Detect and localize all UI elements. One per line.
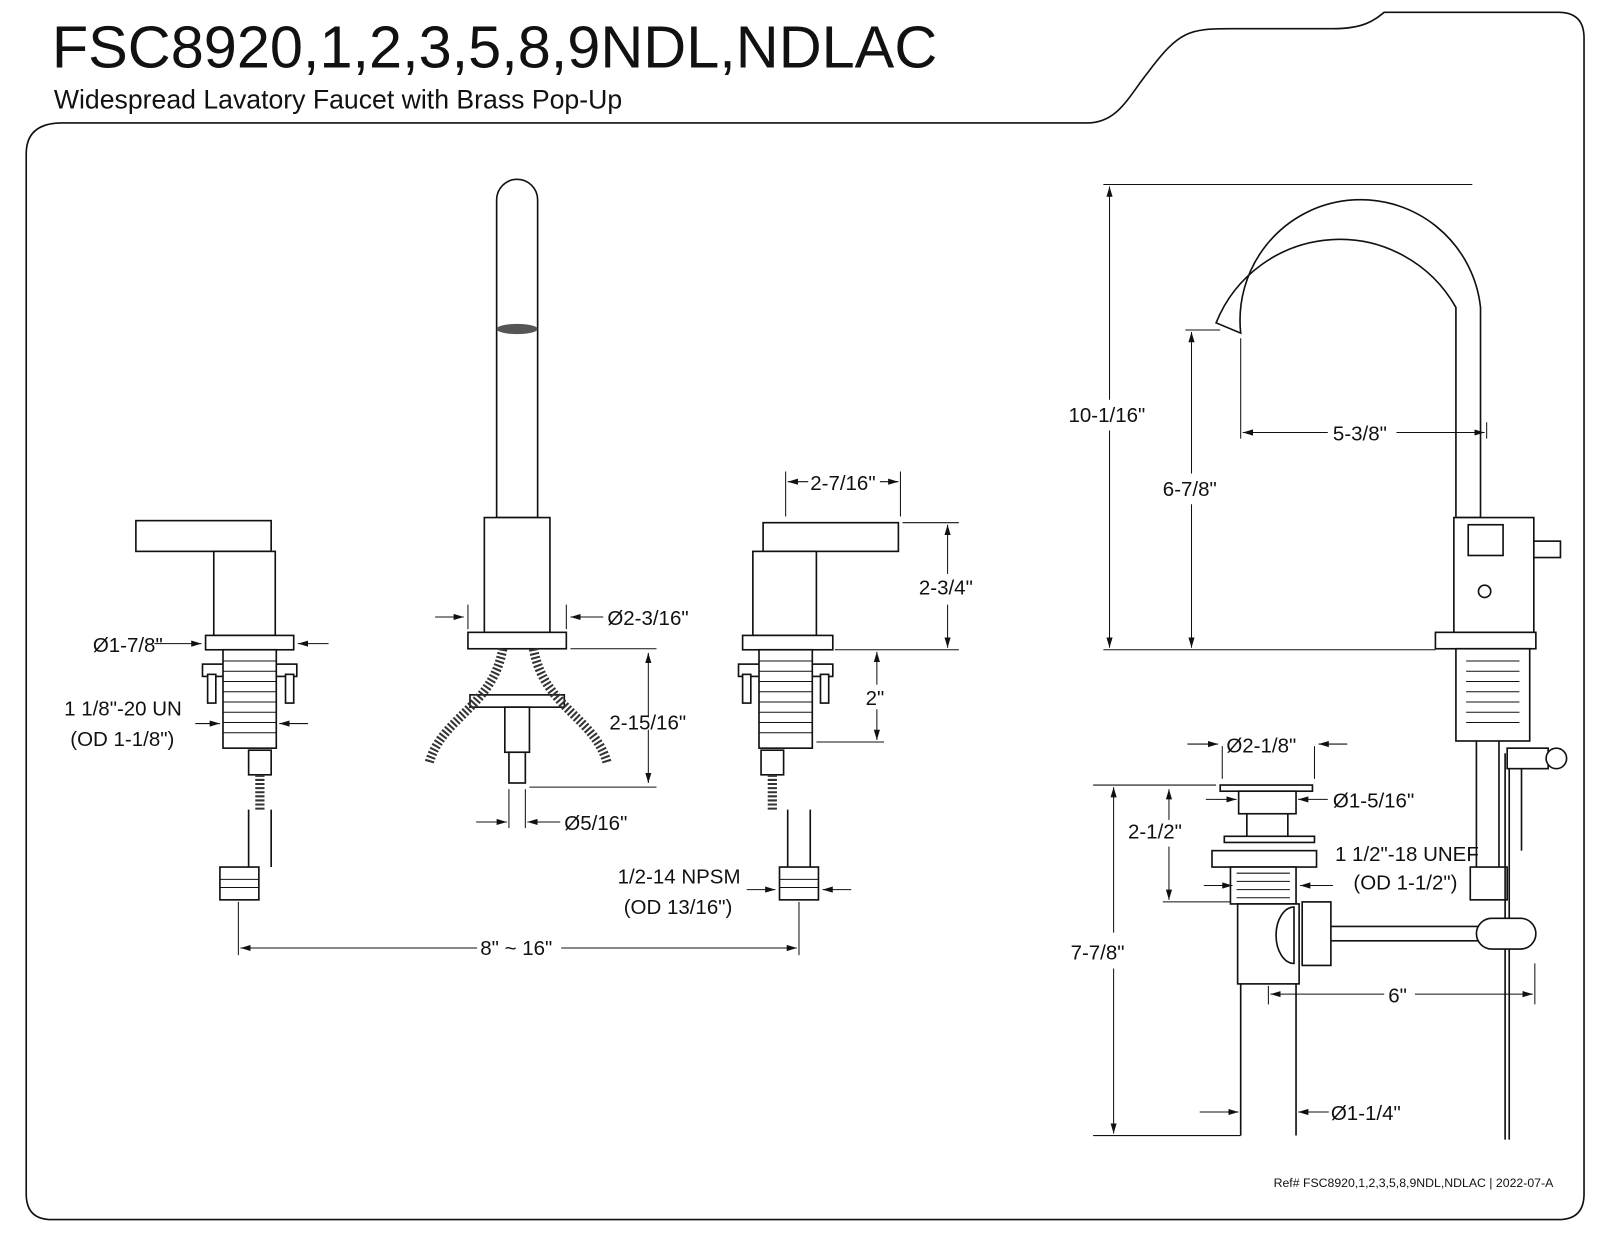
- dim-handle-width: 2-7/16": [810, 472, 875, 495]
- page-subtitle: Widespread Lavatory Faucet with Brass Po…: [54, 85, 622, 115]
- reference-number: Ref# FSC8920,1,2,3,5,8,9NDL,NDLAC | 2022…: [1274, 1176, 1554, 1190]
- dim-handle-height: 2-3/4": [919, 576, 973, 599]
- dim-handle-flange-dia: Ø1-7/8": [93, 634, 163, 657]
- dim-pivot-rod-len: 6": [1388, 984, 1407, 1007]
- dim-spout-outlet-dia: Ø5/16": [564, 812, 627, 835]
- dim-spread: 8" ~ 16": [480, 937, 552, 960]
- right-handle-drawing: [737, 521, 900, 901]
- dim-handle-thread-od: (OD 1-1/8"): [70, 728, 174, 751]
- dim-spout-reach: 5-3/8": [1333, 423, 1387, 446]
- dim-drain-thread-od: (OD 1-1/2"): [1353, 872, 1457, 895]
- left-handle-drawing: [135, 519, 298, 901]
- dim-drain-flange-dia: Ø2-1/8": [1226, 734, 1296, 757]
- drawing-frame: [25, 11, 1585, 1221]
- spout-side-drawing: [1215, 198, 1568, 1140]
- dim-spout-height: 6-7/8": [1163, 478, 1217, 501]
- dim-spout-shank-len: 2-15/16": [609, 712, 686, 735]
- dim-handle-thread: 1 1/8"-20 UN: [64, 697, 182, 720]
- page-title: FSC8920,1,2,3,5,8,9NDL,NDLAC: [52, 14, 937, 81]
- dim-handle-shank-len: 2": [866, 687, 885, 710]
- dim-drain-total-len: 7-7/8": [1071, 941, 1125, 964]
- dim-drain-stopper-dia: Ø1-5/16": [1333, 790, 1414, 813]
- dim-supply-thread-od: (OD 13/16"): [624, 896, 733, 919]
- popup-drain-drawing: [1211, 784, 1537, 1136]
- spout-front-drawing: [424, 178, 612, 784]
- dim-supply-thread: 1/2-14 NPSM: [618, 865, 741, 888]
- dim-spout-base-dia: Ø2-3/16": [607, 607, 688, 630]
- dim-overall-height: 10-1/16": [1069, 404, 1146, 427]
- dim-drain-body-len: 2-1/2": [1128, 820, 1182, 843]
- dim-tailpiece-dia: Ø1-1/4": [1331, 1102, 1401, 1125]
- dim-drain-thread: 1 1/2"-18 UNEF: [1335, 843, 1479, 866]
